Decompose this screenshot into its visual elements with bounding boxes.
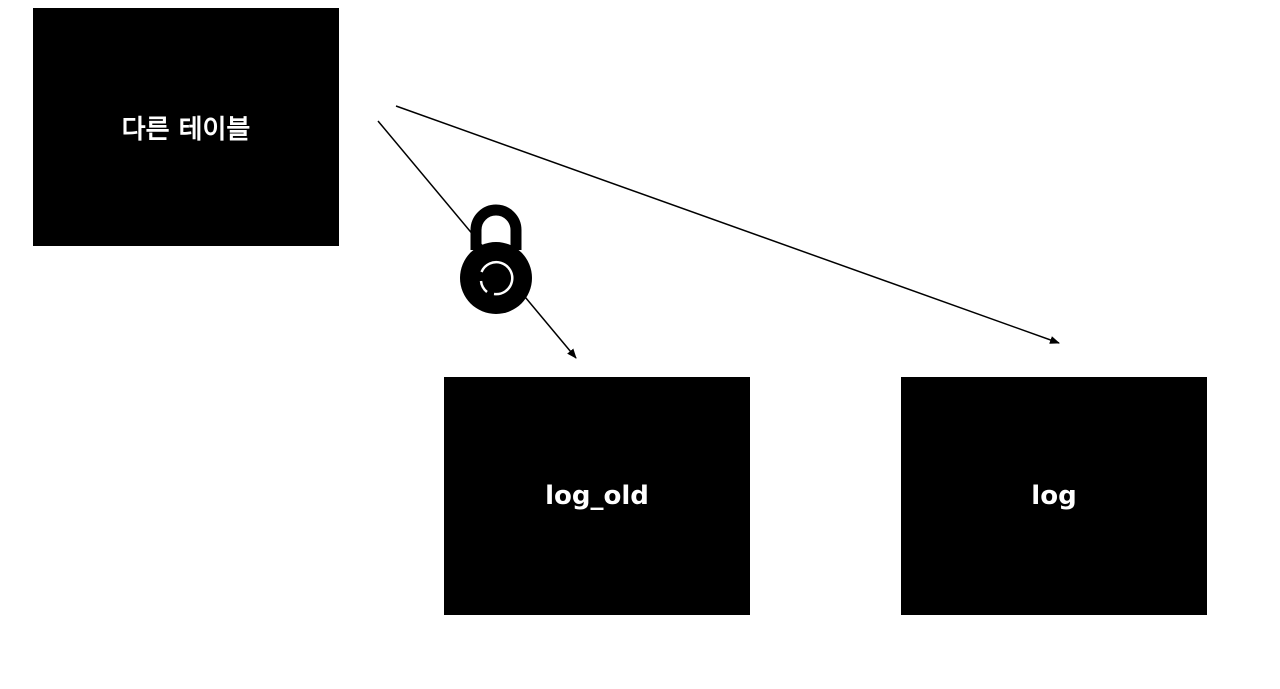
node-log: log [901,377,1207,615]
node-other-table-label: 다른 테이블 [121,114,251,145]
node-other-table: 다른 테이블 [33,8,339,246]
node-log-old-label: log_old [545,481,649,511]
lock-icon [460,204,532,314]
node-log-old: log_old [444,377,750,615]
arrow-to-log [395,105,1060,344]
node-log-label: log [1031,481,1077,511]
